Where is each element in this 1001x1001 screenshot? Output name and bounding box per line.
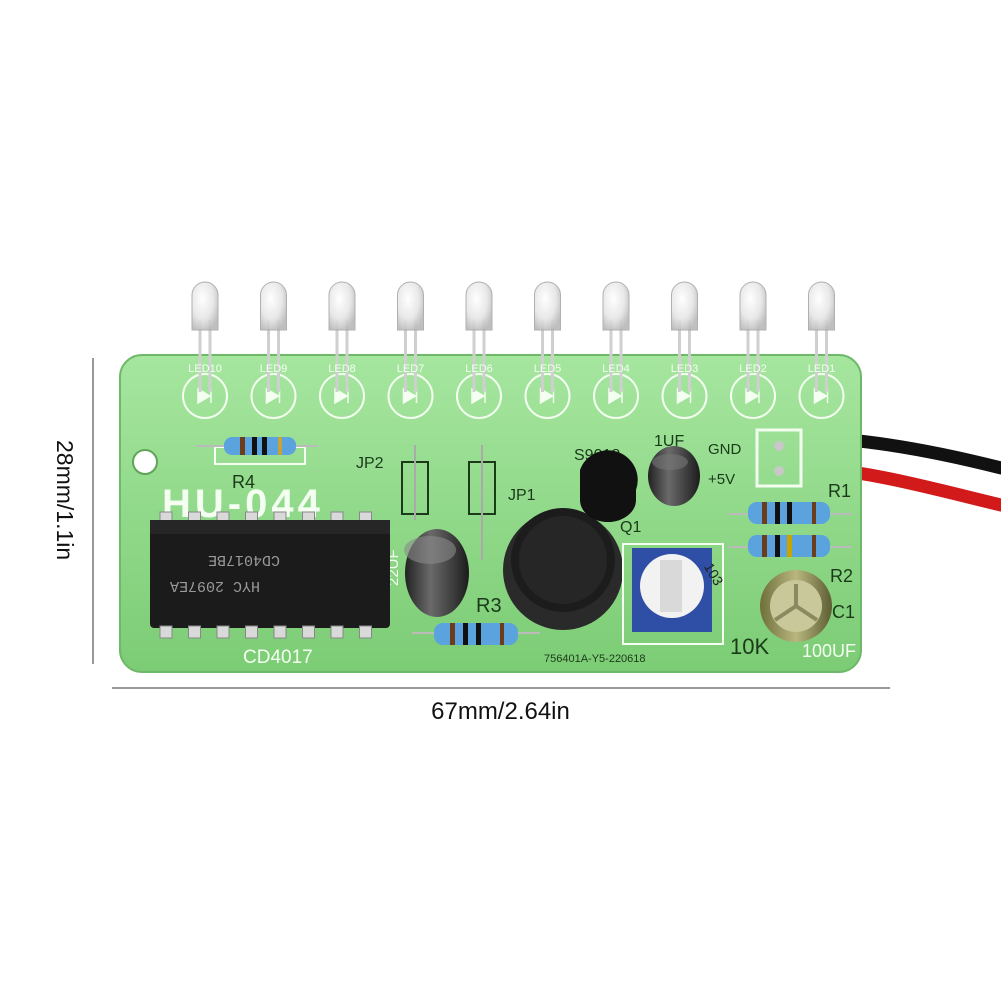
led-1: LED10 xyxy=(182,281,228,419)
led-body xyxy=(191,281,219,331)
ic-pin xyxy=(188,625,201,639)
capacitor-100uf xyxy=(760,570,832,642)
led-body xyxy=(260,281,287,331)
led-pad xyxy=(661,373,708,419)
jumper-jp1 xyxy=(468,445,496,560)
small-cap-label: 1UF xyxy=(654,433,684,450)
led-label: LED8 xyxy=(328,363,356,375)
led-pad xyxy=(319,373,365,419)
led-body xyxy=(534,281,561,331)
ic-pin xyxy=(302,625,315,639)
led-body xyxy=(808,281,835,331)
r1-label: R1 xyxy=(828,481,851,501)
ic-pin xyxy=(273,625,287,639)
led-label: LED2 xyxy=(739,363,767,375)
led-label: LED3 xyxy=(671,363,699,375)
resistor-r4 xyxy=(196,437,318,465)
large-cap-label: 100UF xyxy=(802,641,856,661)
led-pad xyxy=(798,373,845,419)
led-label: LED9 xyxy=(260,363,288,375)
led-label: LED6 xyxy=(465,363,493,375)
led-label: LED4 xyxy=(602,363,630,375)
resistor-r2 xyxy=(728,535,852,557)
led-8: LED3 xyxy=(661,281,708,419)
pot-label: 10K xyxy=(730,634,769,659)
led-pad xyxy=(250,373,297,419)
ic-pin xyxy=(359,625,372,639)
capacitor-22uf xyxy=(404,529,469,617)
led-body xyxy=(465,281,493,331)
led-body xyxy=(397,281,424,331)
led-label: LED10 xyxy=(188,363,222,375)
led-pad xyxy=(387,373,434,419)
led-10: LED1 xyxy=(798,281,845,419)
resistor-r3 xyxy=(412,623,540,645)
c1-label: C1 xyxy=(832,602,855,622)
led-body xyxy=(739,281,767,331)
jp1-label: JP1 xyxy=(508,487,536,504)
led-5: LED6 xyxy=(456,281,502,419)
r4-label: R4 xyxy=(232,472,255,492)
ic-pin xyxy=(159,625,173,639)
led-pad xyxy=(593,373,639,419)
serial-label: 756401A-Y5-220618 xyxy=(544,653,646,665)
mounting-hole xyxy=(132,449,158,475)
power-header xyxy=(755,428,803,488)
potentiometer-10k: 103 xyxy=(622,543,727,645)
led-label: LED5 xyxy=(534,363,562,375)
capacitor-1uf xyxy=(648,446,700,506)
led-pad xyxy=(524,373,571,419)
gnd-label: GND xyxy=(708,441,742,458)
jumper-jp2 xyxy=(401,445,429,520)
led-body xyxy=(328,281,356,331)
r3-label: R3 xyxy=(476,595,502,617)
led-4: LED7 xyxy=(387,281,434,419)
led-2: LED9 xyxy=(250,281,297,419)
led-body xyxy=(671,281,698,331)
ic-marking-2: HYC 2097EA xyxy=(170,577,260,594)
height-dimension-label: 28mm/1.1in xyxy=(52,440,78,561)
ic-label: CD4017 xyxy=(243,647,313,668)
led-9: LED2 xyxy=(730,281,776,419)
led-3: LED8 xyxy=(319,281,365,419)
resistor-r1 xyxy=(728,502,852,524)
vcc-label: +5V xyxy=(708,471,735,488)
led-row: LED10 LED9 LED8 LED7 LED6 LED5 LED4 LED3 LED2 LED… xyxy=(182,281,845,419)
led-pad xyxy=(730,373,776,419)
ic-pin xyxy=(216,625,230,639)
ic-pin xyxy=(330,625,344,639)
q1-label: Q1 xyxy=(620,519,641,536)
led-6: LED5 xyxy=(524,281,571,419)
cd4017-chip: CD4017BE HYC 2097EA xyxy=(150,511,390,639)
jp2-label: JP2 xyxy=(356,455,384,472)
led-7: LED4 xyxy=(593,281,639,419)
microphone xyxy=(503,508,623,630)
transistor-q1 xyxy=(580,450,638,522)
led-label: LED1 xyxy=(808,363,836,375)
led-pad xyxy=(182,373,228,419)
led-pad xyxy=(456,373,502,419)
led-body xyxy=(602,281,630,331)
ic-pin xyxy=(245,625,258,639)
ic-marking-1: CD4017BE xyxy=(208,551,280,568)
width-dimension-label: 67mm/2.64in xyxy=(431,698,570,725)
r2-label: R2 xyxy=(830,566,853,586)
led-label: LED7 xyxy=(397,363,425,375)
